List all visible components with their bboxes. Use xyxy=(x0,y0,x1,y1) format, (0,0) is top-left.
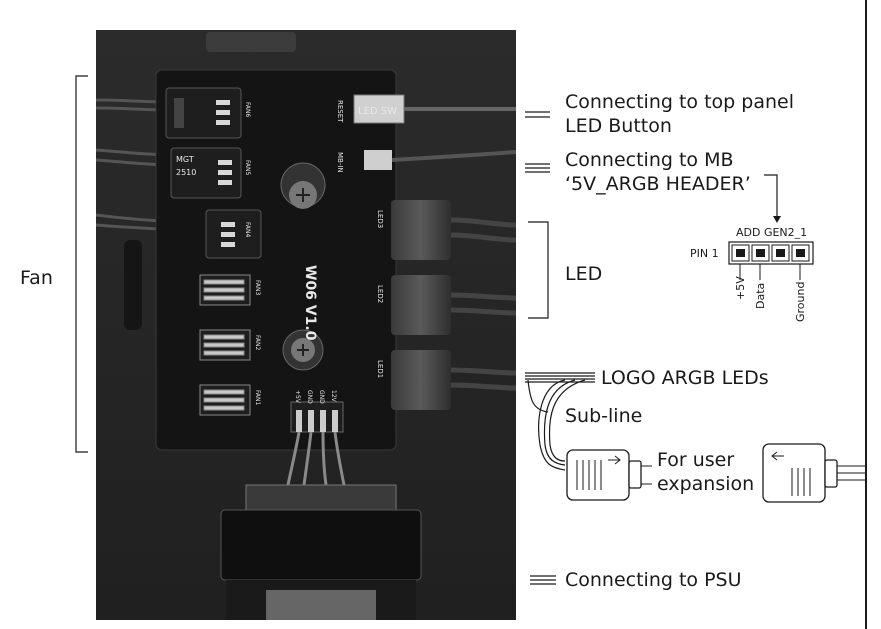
pcb-fan5: FAN5 xyxy=(244,160,251,175)
pin-label-5v: +5V xyxy=(734,276,747,300)
argb-header xyxy=(728,241,814,280)
screw-top xyxy=(280,162,326,209)
subline-loop-1 xyxy=(538,379,566,471)
fan-label: Fan xyxy=(20,267,53,289)
led3-plug xyxy=(391,200,516,260)
header-title: ADD GEN2_1 xyxy=(736,226,808,239)
led-bracket xyxy=(528,221,549,319)
pin-label-ground: Ground xyxy=(794,281,807,322)
power-pins xyxy=(290,401,344,433)
pcb-fan4: FAN4 xyxy=(244,222,251,237)
pcb-fan6: FAN6 xyxy=(244,102,251,117)
led2-plug xyxy=(391,275,516,335)
psu-label: Connecting to PSU xyxy=(565,569,742,591)
pcb-led2: LED2 xyxy=(376,285,384,303)
led1-plug xyxy=(391,350,516,410)
pcb-pin-5v: +5V xyxy=(294,390,301,404)
fan-header-pins xyxy=(216,100,235,247)
subline-loop-3 xyxy=(548,379,586,462)
pcb-mb-in: MB-IN xyxy=(336,152,344,173)
pcb-pin-12v: 12V xyxy=(330,390,337,403)
pcb-pin-gnd1: GND xyxy=(306,390,313,404)
pcb-led3: LED3 xyxy=(376,210,384,228)
pcb-led-sw: LED SW xyxy=(358,106,397,117)
psu-leader xyxy=(530,575,556,585)
pcb-fan1: FAN1 xyxy=(254,390,261,405)
pin-label-data: Data xyxy=(754,282,767,309)
top-panel-leader xyxy=(525,111,550,118)
pin-3 xyxy=(776,249,785,257)
top-panel-label-line1: Connecting to top panel xyxy=(565,91,794,113)
pin-4 xyxy=(796,249,805,257)
pcb-model: W06 V1.0 xyxy=(302,265,318,341)
mb-arrow-line xyxy=(764,174,778,218)
pin-1 xyxy=(736,249,745,257)
chip-mark-2: 2510 xyxy=(176,168,196,177)
open-fan-headers xyxy=(199,274,251,416)
expansion-label-line1: For user xyxy=(657,449,735,471)
logo-leader xyxy=(525,372,595,383)
led-label: LED xyxy=(565,263,603,285)
subline-arc xyxy=(527,379,549,413)
subline-label: Sub-line xyxy=(565,405,643,427)
pin-2 xyxy=(756,249,765,257)
mb-in-connector xyxy=(364,150,516,170)
mb-arrow-head xyxy=(773,216,781,223)
pcb-fan2: FAN2 xyxy=(254,335,261,350)
top-panel-label-line2: LED Button xyxy=(565,115,672,137)
pcb-fan3: FAN3 xyxy=(254,280,261,295)
expansion-label-line2: expansion xyxy=(657,473,755,495)
mb-label-line2: ‘5V_ARGB HEADER’ xyxy=(565,173,751,195)
pcb-pin-gnd2: GND xyxy=(318,390,325,404)
mb-label-line1: Connecting to MB xyxy=(565,149,734,171)
sata-connector xyxy=(220,484,422,620)
fan-bracket xyxy=(75,75,88,453)
expansion-plug-left xyxy=(566,449,652,501)
chip-mark-1: MGT xyxy=(176,155,194,164)
screw-bottom xyxy=(282,329,324,371)
led-sw-connector xyxy=(353,94,516,124)
logo-label: LOGO ARGB LEDs xyxy=(601,367,769,389)
pin1-label: PIN 1 xyxy=(690,247,719,260)
pcb-reset: RESET xyxy=(336,100,344,123)
mount-slot xyxy=(206,32,296,52)
clip xyxy=(124,240,142,330)
hub-photo: W06 V1.0 LED SW RESET MB-IN FAN6 FAN5 FA… xyxy=(96,30,516,620)
subline-loop-2 xyxy=(543,379,576,466)
mb-leader xyxy=(525,163,550,173)
expansion-plug-right xyxy=(762,443,866,503)
power-wires xyxy=(286,431,346,486)
pcb-led1: LED1 xyxy=(376,360,384,378)
